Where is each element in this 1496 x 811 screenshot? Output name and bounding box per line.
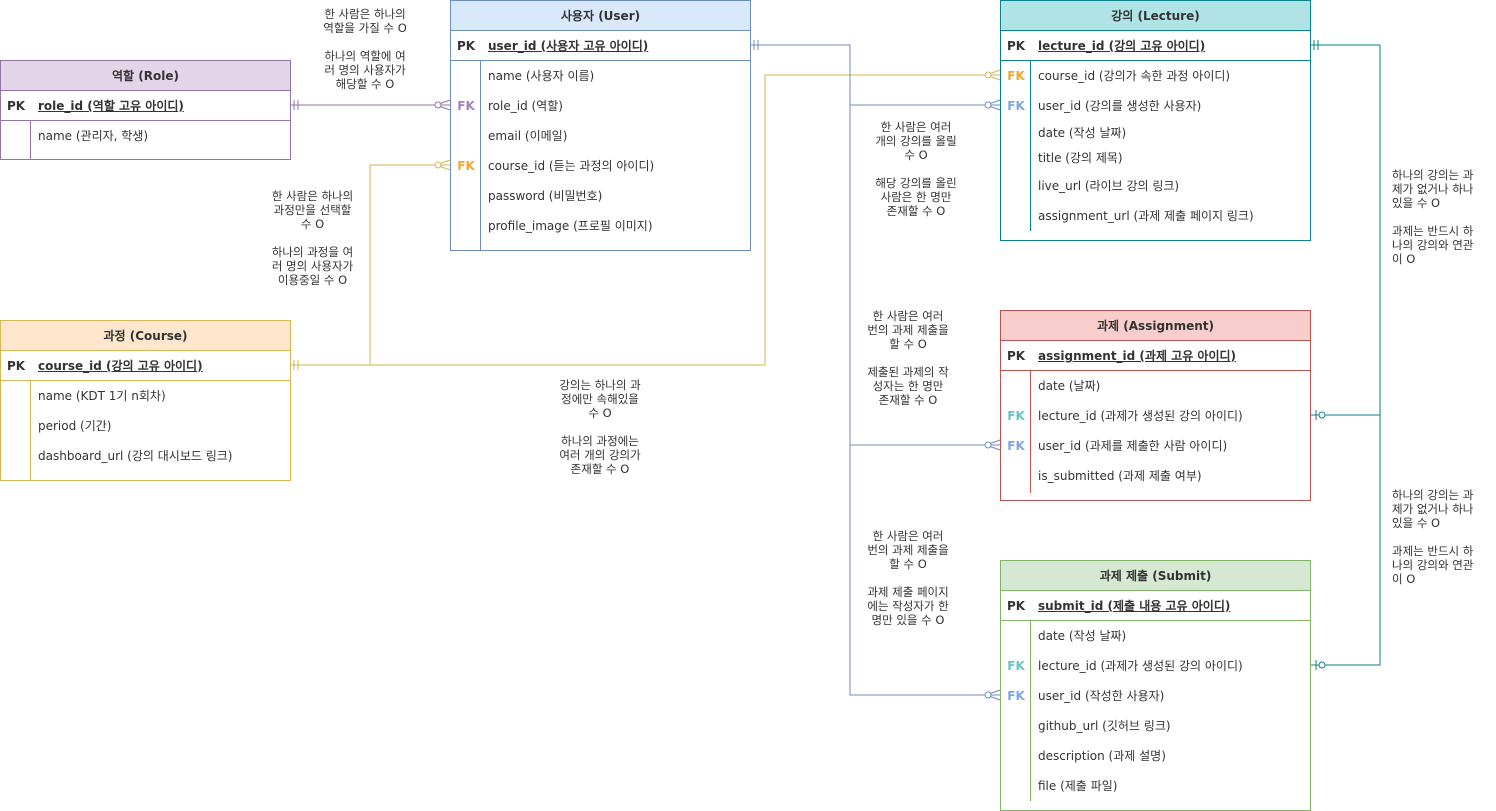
submit-field: lecture_id (과제가 생성된 강의 아이디) [1038,659,1243,673]
assignment-field: date (날짜) [1038,379,1101,393]
role-title: 역할 (Role) [1,61,290,91]
lecture-title: 강의 (Lecture) [1001,1,1310,31]
assignment-entity: 과제 (Assignment) PK assignment_id (과제 고유 … [1000,310,1311,501]
course-field: dashboard_url (강의 대시보드 링크) [38,449,233,463]
course-pk-field: course_id (강의 고유 아이디) [38,359,203,373]
key-label [1001,461,1031,491]
key-label [451,211,481,241]
user-title: 사용자 (User) [451,1,750,31]
course-lecture-link [370,69,1001,366]
lecture-field: live_url (라이브 강의 링크) [1038,179,1180,193]
user-pk-field: user_id (사용자 고유 아이디) [488,39,649,53]
fk-label: FK [1007,69,1025,83]
key-label [1,441,31,471]
key-label [1,381,31,411]
pk-label: PK [1006,39,1026,53]
role-user-link [290,99,451,111]
lecture-entity: 강의 (Lecture) PK lecture_id (강의 고유 아이디) F… [1000,0,1311,241]
user-field: role_id (역할) [488,99,563,113]
fk-label: FK [457,99,475,113]
lecture-pk-field: lecture_id (강의 고유 아이디) [1038,39,1206,53]
key-label [451,61,481,91]
assignment-field: user_id (과제를 제출한 사람 아이디) [1038,439,1228,453]
note-course-lecture: 강의는 하나의 과 정에만 속해있을 수 O 하나의 과정에는 여러 개의 강의… [559,378,641,476]
fk-label: FK [457,159,475,173]
lecture-fk-links [1309,40,1381,670]
lecture-field: title (강의 제목) [1038,151,1123,165]
key-label [1001,171,1031,201]
key-label [1001,621,1031,651]
note-lecture-submit: 하나의 강의는 과 제가 없거나 하나 있을 수 O 과제는 반드시 하 나의 … [1392,488,1474,586]
submit-pk-field: submit_id (제출 내용 고유 아이디) [1038,599,1231,613]
key-label [1001,201,1031,231]
role-pk-field: role_id (역할 고유 아이디) [38,99,184,113]
lecture-field: course_id (강의가 속한 과정 아이디) [1038,69,1231,83]
submit-field: description (과제 설명) [1038,749,1166,763]
lecture-field: user_id (강의를 생성한 사용자) [1038,99,1202,113]
note-user-lecture: 한 사람은 여러 개의 강의를 올릴 수 O 해당 강의를 올린 사람은 한 명… [875,120,957,218]
key-label [1,121,31,151]
role-entity: 역할 (Role) PK role_id (역할 고유 아이디) name (관… [0,60,291,160]
lecture-field: assignment_url (과제 제출 페이지 링크) [1038,209,1254,223]
course-user-link [290,159,451,370]
submit-field: github_url (깃허브 링크) [1038,719,1171,733]
key-label [1001,371,1031,401]
submit-title: 과제 제출 (Submit) [1001,561,1310,591]
key-label [1001,146,1031,171]
pk-label: PK [456,39,476,53]
user-entity: 사용자 (User) PK user_id (사용자 고유 아이디) FK FK… [450,0,751,251]
key-label [1001,741,1031,771]
key-label [1001,711,1031,741]
course-field: period (기간) [38,419,112,433]
assignment-title: 과제 (Assignment) [1001,311,1310,341]
submit-field: date (작성 날짜) [1038,629,1127,643]
pk-label: PK [6,359,26,373]
key-label [451,181,481,211]
user-field: profile_image (프로필 이미지) [488,219,653,233]
submit-field: user_id (작성한 사용자) [1038,689,1165,703]
note-user-course: 한 사람은 하나의 과정만을 선택할 수 O 하나의 과정을 여 러 명의 사용… [271,189,354,287]
course-field: name (KDT 1기 n회차) [38,389,166,403]
lecture-field: date (작성 날짜) [1038,126,1127,140]
pk-label: PK [1006,599,1026,613]
assignment-pk-field: assignment_id (과제 고유 아이디) [1038,349,1237,363]
pk-label: PK [6,99,26,113]
pk-label: PK [1006,349,1026,363]
course-title: 과정 (Course) [1,321,290,351]
key-label [1,411,31,441]
key-label [1001,121,1031,146]
course-entity: 과정 (Course) PK course_id (강의 고유 아이디) nam… [0,320,291,481]
user-field: email (이메일) [488,129,568,143]
note-user-assignment: 한 사람은 여러 번의 과제 제출을 할 수 O 제출된 과제의 작 성자는 한… [867,309,949,407]
note-user-submit: 한 사람은 여러 번의 과제 제출을 할 수 O 과제 제출 페이지 에는 작성… [867,529,949,627]
user-field: course_id (듣는 과정의 아이디) [488,159,655,173]
fk-label: FK [1007,689,1025,703]
submit-entity: 과제 제출 (Submit) PK submit_id (제출 내용 고유 아이… [1000,560,1311,811]
user-field: name (사용자 이름) [488,69,595,83]
assignment-field: is_submitted (과제 제출 여부) [1038,469,1202,483]
role-field: name (관리자, 학생) [38,129,149,143]
user-fk-links [750,40,1001,701]
note-lecture-assignment: 하나의 강의는 과 제가 없거나 하나 있을 수 O 과제는 반드시 하 나의 … [1392,168,1474,266]
fk-label: FK [1007,99,1025,113]
note-user-role: 한 사람은 하나의 역할을 가질 수 O 하나의 역할에 여 러 명의 사용자가… [323,7,407,91]
submit-field: file (제출 파일) [1038,779,1118,793]
key-label [1001,771,1031,801]
user-field: password (비밀번호) [488,189,603,203]
fk-label: FK [1007,659,1025,673]
key-label [451,121,481,151]
fk-label: FK [1007,439,1025,453]
assignment-field: lecture_id (과제가 생성된 강의 아이디) [1038,409,1243,423]
fk-label: FK [1007,409,1025,423]
